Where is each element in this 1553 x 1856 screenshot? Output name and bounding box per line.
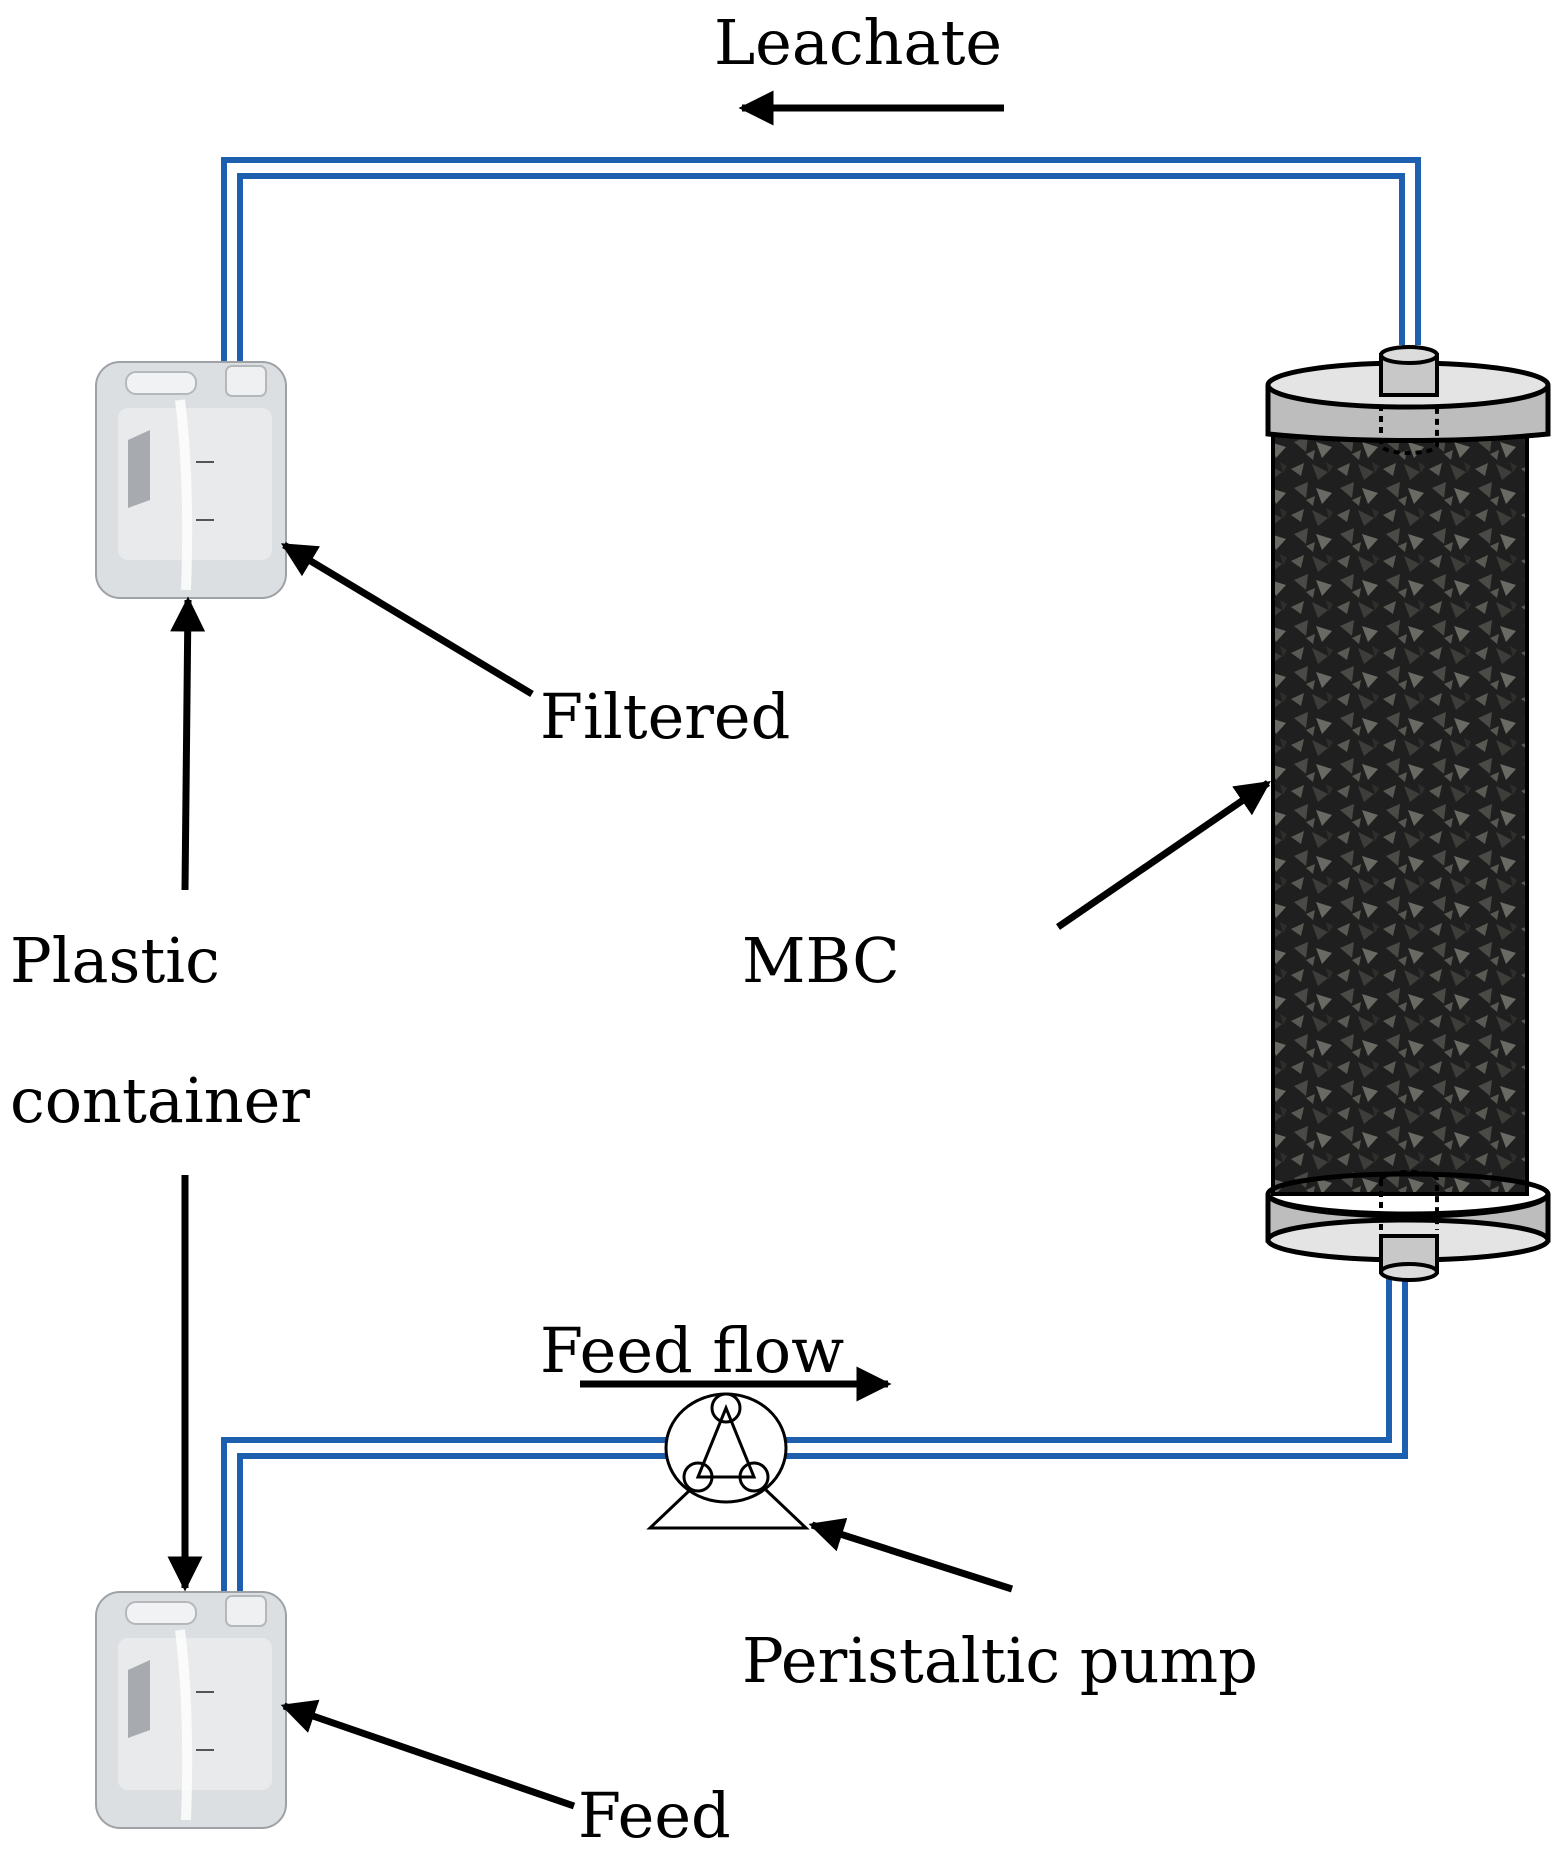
tubing-feed-line <box>221 1268 1408 1592</box>
feed-flow-label: Feed flow <box>540 1314 845 1387</box>
jerrycan-icon <box>95 1591 287 1829</box>
peristaltic-pump-label: Peristaltic pump <box>742 1624 1258 1697</box>
peristaltic-pump-icon <box>646 1392 810 1530</box>
jerrycan-icon <box>95 361 287 599</box>
packed-column-icon <box>1265 345 1551 1282</box>
pump-pointer-arrow <box>808 1517 1014 1593</box>
mbc-label: MBC <box>742 924 900 997</box>
container-label: container <box>10 1064 310 1137</box>
feed-pointer-arrow <box>280 1699 576 1810</box>
leachate-label: Leachate <box>714 6 1003 79</box>
plastic-container-up-arrow <box>170 596 206 891</box>
mbc-pointer-arrow <box>1056 780 1271 930</box>
filtered-pointer-arrow <box>280 541 534 698</box>
tubing-return-line <box>221 157 1421 362</box>
feed-label: Feed <box>578 1779 731 1852</box>
plastic-label: Plastic <box>10 924 220 997</box>
filtered-label: Filtered <box>540 680 791 753</box>
